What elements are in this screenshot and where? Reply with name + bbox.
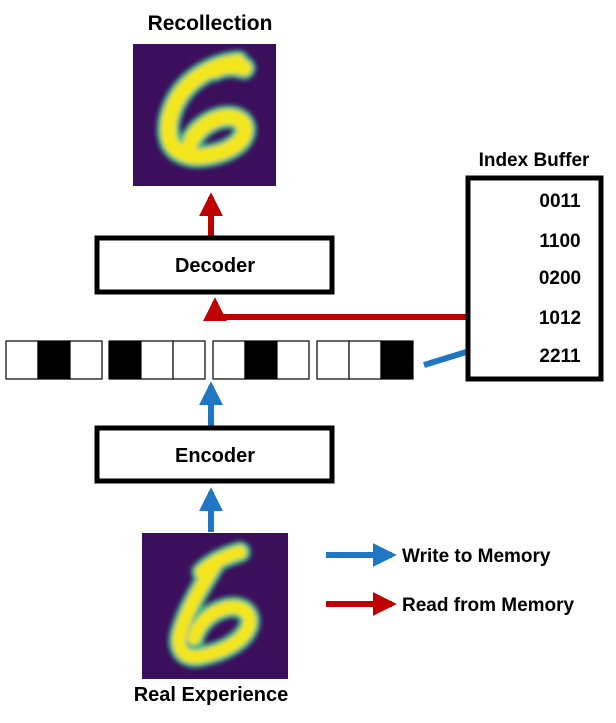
code-cell (276, 340, 310, 380)
index-buffer-entry: 2211 (539, 346, 581, 367)
code-cell (172, 340, 206, 380)
real-experience-image (142, 533, 288, 679)
index-buffer-entry: 0011 (539, 191, 581, 212)
code-cell (348, 340, 382, 380)
code-cell (5, 340, 39, 380)
read-path-arrow (203, 297, 528, 322)
code-cell (380, 340, 414, 380)
code-cell (108, 340, 142, 380)
legend-read-label: Read from Memory (402, 595, 575, 616)
index-buffer-entry: 1012 (539, 308, 581, 329)
recollection-label: Recollection (148, 12, 273, 35)
code-cell (37, 340, 71, 380)
index-buffer-entry: 1100 (539, 231, 580, 252)
encoder-box (94, 425, 335, 484)
recollection-image (133, 44, 276, 186)
encoder-label: Encoder (175, 445, 255, 467)
legend: Write to Memory Read from Memory (326, 543, 575, 616)
code-cell (69, 340, 103, 380)
legend-write-label: Write to Memory (402, 546, 551, 567)
decoder-box (94, 235, 335, 295)
code-cell (140, 340, 174, 380)
index-buffer-box (465, 175, 604, 382)
real-experience-label: Real Experience (134, 684, 289, 706)
code-cell (316, 340, 350, 380)
index-buffer-entries: 0011 1100 0200 1012 2211 (539, 191, 581, 367)
code-vector (5, 340, 414, 380)
index-buffer-entry: 0200 (539, 268, 581, 289)
index-buffer-title: Index Buffer (479, 150, 590, 171)
decoder-label: Decoder (175, 255, 255, 277)
code-cell (212, 340, 246, 380)
code-cell (244, 340, 278, 380)
